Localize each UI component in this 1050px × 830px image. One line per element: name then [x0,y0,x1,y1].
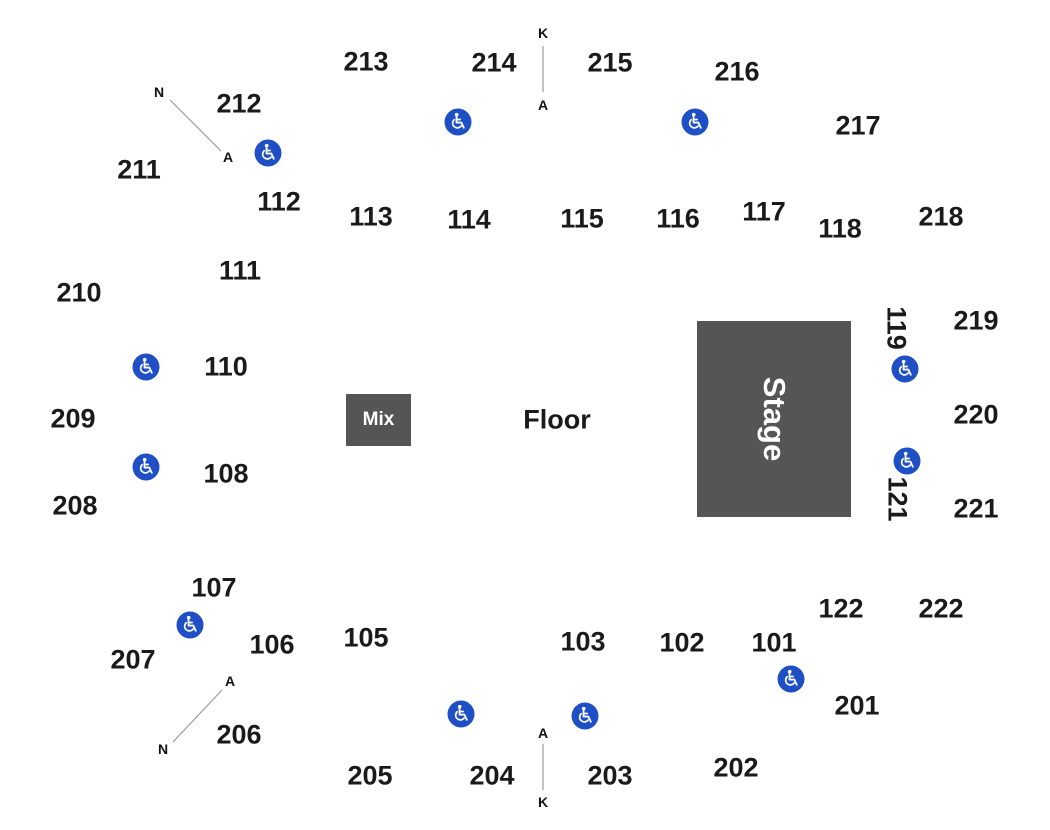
row-marker-south-bottom: K [537,794,549,810]
section-114[interactable]: 114 [447,204,491,235]
wheelchair-glyph [451,112,465,129]
section-117[interactable]: 117 [742,196,786,227]
section-floor[interactable]: Floor [523,404,591,435]
section-214[interactable]: 214 [471,47,517,78]
section-116[interactable]: 116 [656,203,700,234]
section-111[interactable]: 111 [218,255,262,286]
section-219[interactable]: 219 [953,305,999,336]
section-222[interactable]: 222 [918,593,964,624]
wheelchair-glyph [900,451,914,468]
row-marker-north-top: K [537,25,549,41]
mix-label: Mix [362,409,395,430]
section-112[interactable]: 112 [257,186,301,217]
section-106[interactable]: 106 [249,629,295,660]
section-211[interactable]: 211 [117,154,161,185]
section-115[interactable]: 115 [560,203,604,234]
section-217[interactable]: 217 [835,110,881,141]
section-209[interactable]: 209 [50,403,96,434]
stage: Stage [697,321,851,517]
wheelchair-glyph [183,615,197,632]
section-221[interactable]: 221 [953,493,999,524]
section-110[interactable]: 110 [204,351,248,382]
row-indicator-line-sw [172,689,223,743]
section-119[interactable]: 119 [881,306,912,350]
section-113[interactable]: 113 [349,201,393,232]
wheelchair-accessible-icon[interactable] [447,700,475,728]
section-101[interactable]: 101 [751,627,797,658]
section-216[interactable]: 216 [714,56,760,87]
wheelchair-accessible-icon[interactable] [444,108,472,136]
row-marker-nw-bottom: A [222,149,234,165]
row-indicator-line-nw [169,99,222,152]
section-203[interactable]: 203 [587,760,633,791]
wheelchair-accessible-icon[interactable] [681,108,709,136]
wheelchair-glyph [688,112,702,129]
wheelchair-accessible-icon[interactable] [891,355,919,383]
section-220[interactable]: 220 [953,399,999,430]
wheelchair-glyph [454,704,468,721]
section-122[interactable]: 122 [818,593,864,624]
wheelchair-glyph [898,359,912,376]
wheelchair-glyph [139,457,153,474]
row-marker-nw-top: N [153,84,165,100]
section-202[interactable]: 202 [713,752,759,783]
section-210[interactable]: 210 [56,277,102,308]
wheelchair-accessible-icon[interactable] [176,611,204,639]
wheelchair-glyph [784,669,798,686]
section-121[interactable]: 121 [882,476,913,522]
row-marker-south-top: A [537,725,549,741]
section-208[interactable]: 208 [52,490,98,521]
section-201[interactable]: 201 [834,690,880,721]
section-204[interactable]: 204 [469,760,515,791]
mix-position: Mix [346,394,411,446]
section-105[interactable]: 105 [343,622,389,653]
section-107[interactable]: 107 [191,572,237,603]
row-marker-sw-bottom: N [157,741,169,757]
section-218[interactable]: 218 [918,201,964,232]
wheelchair-glyph [139,357,153,374]
section-103[interactable]: 103 [560,626,606,657]
wheelchair-accessible-icon[interactable] [132,353,160,381]
section-215[interactable]: 215 [587,47,633,78]
section-108[interactable]: 108 [203,458,249,489]
wheelchair-glyph [261,143,275,160]
section-207[interactable]: 207 [110,644,156,675]
wheelchair-accessible-icon[interactable] [571,702,599,730]
wheelchair-accessible-icon[interactable] [777,665,805,693]
wheelchair-accessible-icon[interactable] [254,139,282,167]
wheelchair-glyph [578,706,592,723]
row-marker-north-bottom: A [537,97,549,113]
section-118[interactable]: 118 [818,213,862,244]
section-212[interactable]: 212 [216,88,262,119]
wheelchair-accessible-icon[interactable] [893,447,921,475]
row-marker-sw-top: A [224,673,236,689]
section-205[interactable]: 205 [347,760,393,791]
wheelchair-accessible-icon[interactable] [132,453,160,481]
section-102[interactable]: 102 [659,627,705,658]
stage-label: Stage [756,376,792,462]
section-213[interactable]: 213 [343,46,389,77]
section-206[interactable]: 206 [216,719,262,750]
